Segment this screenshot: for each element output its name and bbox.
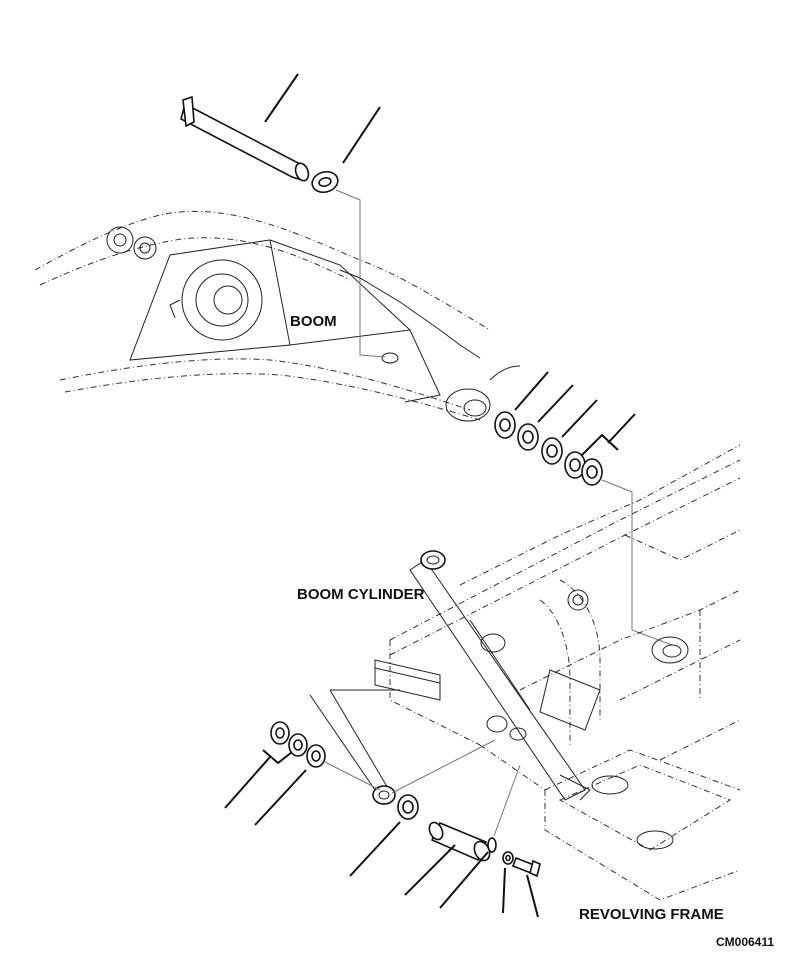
label-revolving-frame: REVOLVING FRAME: [579, 906, 724, 923]
boom-structure: [34, 211, 521, 422]
label-boom: BOOM: [290, 313, 337, 330]
leader-top-washer: [342, 106, 381, 164]
label-boom-cylinder: BOOM CYLINDER: [297, 586, 425, 603]
boom-top-washer: [311, 170, 339, 194]
boom-cylinder: [409, 550, 591, 801]
snap-ring: [487, 837, 497, 853]
lower-pin: [428, 821, 491, 862]
cylinder-rod-lower: [309, 689, 400, 805]
revolving-frame-structure: [374, 444, 741, 901]
left-washer-stack: [270, 721, 326, 768]
bolt: [511, 856, 541, 878]
lower-washer: [397, 794, 419, 820]
figure-code: CM006411: [716, 935, 774, 949]
lock-washer: [502, 851, 514, 865]
leader-pin: [264, 73, 299, 123]
shim-washer-stack: [494, 411, 603, 486]
boom-top-pin: [180, 95, 310, 182]
